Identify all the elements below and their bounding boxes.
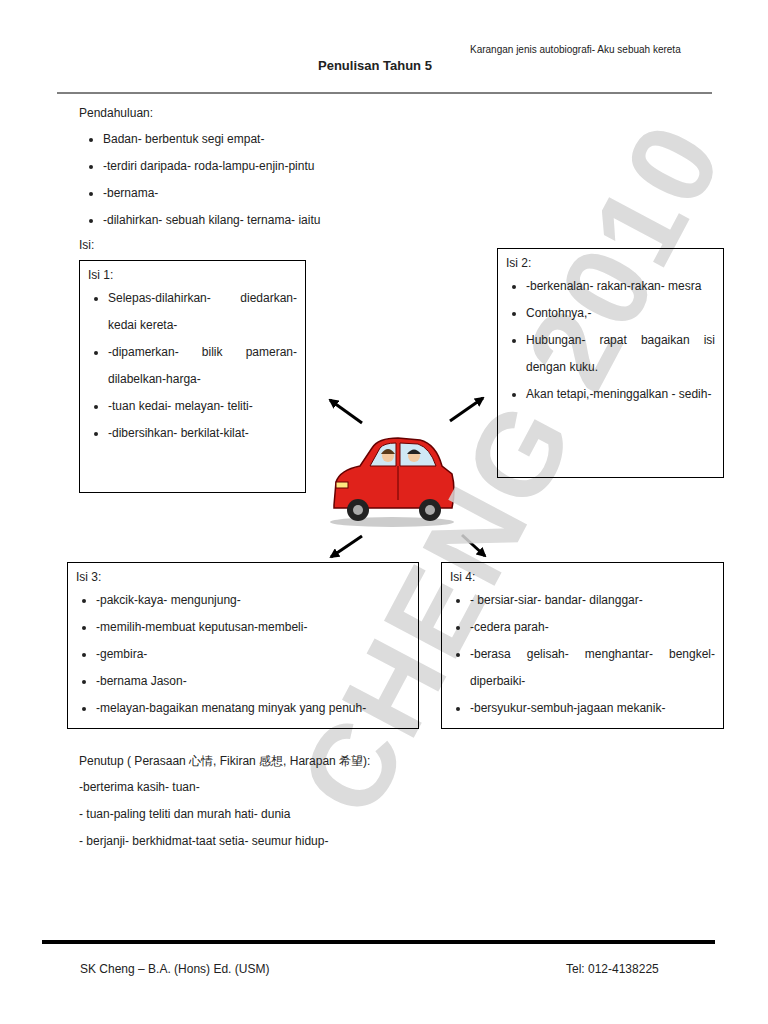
bullet-list: Selepas-dilahirkan- diedarkan- kedai ker… — [88, 285, 297, 447]
section-heading: Pendahuluan: — [79, 106, 153, 120]
bullet-item: -melayan-bagaikan menatang minyak yang p… — [96, 695, 410, 722]
footer-author: SK Cheng – B.A. (Hons) Ed. (USM) — [80, 962, 269, 976]
bullet-item: - bersiar-siar- bandar- dilanggar- — [470, 587, 715, 614]
bullet-item: -bernama- — [103, 180, 320, 207]
box-heading: Isi 1: — [88, 265, 297, 285]
closing-line: -berterima kasih- tuan- — [79, 780, 200, 794]
watermark: CHENG 2010 — [272, 100, 750, 836]
bullet-item: -dipamerkan- bilik pameran- dilabelkan-h… — [108, 339, 297, 393]
header-rule — [57, 93, 712, 94]
bullet-item: Badan- berbentuk segi empat- — [103, 126, 320, 153]
bullet-item: Contohnya,- — [526, 300, 715, 327]
page-title: Penulisan Tahun 5 — [318, 58, 432, 73]
bullet-item: -berkenalan- rakan-rakan- mesra — [526, 273, 715, 300]
arrow — [331, 536, 362, 557]
arrow — [330, 400, 362, 423]
section-heading: Penutup ( Perasaan 心情, Fikiran 感想, Harap… — [79, 753, 370, 770]
footer-rule — [42, 940, 715, 944]
box-heading: Isi 2: — [506, 253, 715, 273]
bullet-item: Hubungan- rapat bagaikan isi dengan kuku… — [526, 327, 715, 381]
content-box: Isi 1:Selepas-dilahirkan- diedarkan- ked… — [79, 260, 306, 493]
bullet-item: -cedera parah- — [470, 614, 715, 641]
closing-line: - berjanji- berkhidmat-taat setia- seumu… — [79, 834, 328, 848]
closing-line: - tuan-paling teliti dan murah hati- dun… — [79, 807, 290, 821]
bullet-item: -terdiri daripada- roda-lampu-enjin-pint… — [103, 153, 320, 180]
bullet-item: -bersyukur-sembuh-jagaan mekanik- — [470, 695, 715, 722]
section-heading: Isi: — [79, 238, 94, 252]
bullet-list: Badan- berbentuk segi empat--terdiri dar… — [79, 126, 320, 234]
bullet-list: -berkenalan- rakan-rakan- mesraContohnya… — [506, 273, 715, 408]
bullet-item: -memilih-membuat keputusan-membeli- — [96, 614, 410, 641]
bullet-item: -berasa gelisah- menghantar- bengkel- di… — [470, 641, 715, 695]
bullet-item: -gembira- — [96, 641, 410, 668]
content-box: Isi 2:-berkenalan- rakan-rakan- mesraCon… — [497, 248, 724, 478]
content-box: Isi 4:- bersiar-siar- bandar- dilanggar-… — [441, 562, 724, 729]
bullet-item: -dibersihkan- berkilat-kilat- — [108, 420, 297, 447]
bullet-list: -pakcik-kaya- mengunjung--memilih-membua… — [76, 587, 410, 722]
box-heading: Isi 4: — [450, 567, 715, 587]
box-heading: Isi 3: — [76, 567, 410, 587]
bullet-list: - bersiar-siar- bandar- dilanggar--ceder… — [450, 587, 715, 722]
footer-phone: Tel: 012-4138225 — [566, 962, 659, 976]
bullet-item: -dilahirkan- sebuah kilang- ternama- iai… — [103, 207, 320, 234]
bullet-item: -pakcik-kaya- mengunjung- — [96, 587, 410, 614]
bullet-item: Akan tetapi,-meninggalkan - sedih- — [526, 381, 715, 408]
header-note: Karangan jenis autobiografi- Aku sebuah … — [470, 44, 681, 55]
content-box: Isi 3:-pakcik-kaya- mengunjung--memilih-… — [67, 562, 419, 729]
bullet-item: -tuan kedai- melayan- teliti- — [108, 393, 297, 420]
bullet-item: Selepas-dilahirkan- diedarkan- kedai ker… — [108, 285, 297, 339]
bullet-item: -bernama Jason- — [96, 668, 410, 695]
